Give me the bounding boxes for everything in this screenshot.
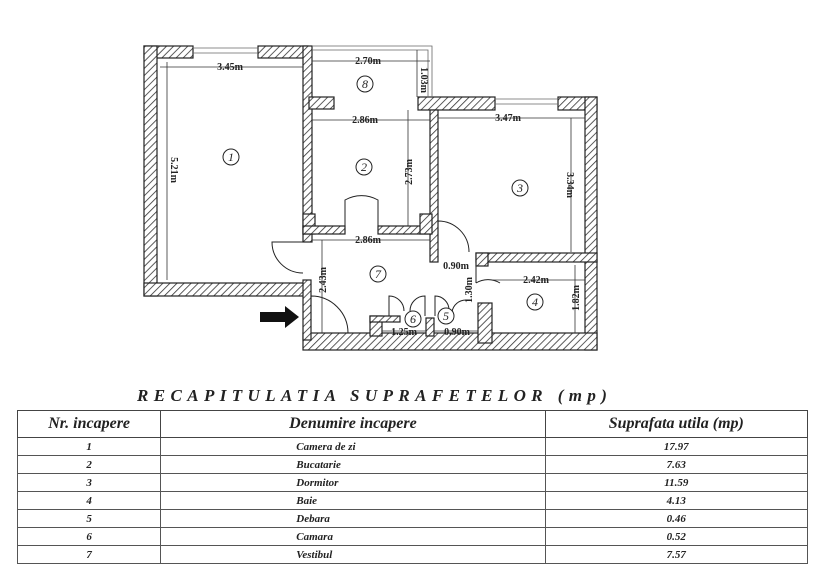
svg-text:6: 6 xyxy=(410,312,416,326)
area-cell: 17.97 xyxy=(544,437,809,456)
arrow-right-icon xyxy=(260,306,299,328)
svg-text:3.45m: 3.45m xyxy=(217,62,244,73)
room-4-label: 4 xyxy=(526,293,544,311)
header-area: Suprafata utila (mp) xyxy=(544,410,809,438)
svg-text:4: 4 xyxy=(532,295,538,309)
svg-text:3.34m: 3.34m xyxy=(564,172,575,199)
room-5-label: 5 xyxy=(437,307,455,325)
room-number-cell: 7 xyxy=(16,545,162,564)
area-cell: 0.46 xyxy=(544,509,809,528)
room-number-cell: 3 xyxy=(16,473,162,492)
room-name-cell: Debara xyxy=(160,509,546,528)
room-name-cell: Camara xyxy=(160,527,546,546)
header-room-name: Denumire incapere xyxy=(160,410,546,438)
area-cell: 7.63 xyxy=(544,455,809,474)
room-number-cell: 6 xyxy=(16,527,162,546)
svg-text:1.30m: 1.30m xyxy=(464,276,475,303)
area-cell: 0.52 xyxy=(544,527,809,546)
svg-text:5: 5 xyxy=(443,309,449,323)
room-number-cell: 5 xyxy=(16,509,162,528)
svg-text:2.86m: 2.86m xyxy=(355,235,382,246)
summary-title: RECAPITULATIA SUPRAFETELOR (mp) xyxy=(137,386,613,405)
room-name-cell: Camera de zi xyxy=(160,437,546,456)
walls xyxy=(143,45,598,351)
dimension-labels: 3.45m 5.21m 2.70m 1.03m 2.86m 2.73m 3.47… xyxy=(168,56,582,338)
room-7-label: 7 xyxy=(369,265,387,283)
room-number-cell: 2 xyxy=(16,455,162,474)
svg-text:0.90m: 0.90m xyxy=(443,261,470,272)
svg-text:3: 3 xyxy=(516,181,523,195)
room-number-cell: 1 xyxy=(16,437,162,456)
svg-text:2.70m: 2.70m xyxy=(355,56,382,67)
room-number-cell: 4 xyxy=(16,491,162,510)
svg-text:0.90m: 0.90m xyxy=(444,327,471,338)
room-1-label: 1 xyxy=(222,148,240,166)
room-name-cell: Vestibul xyxy=(160,545,546,564)
area-cell: 4.13 xyxy=(544,491,809,510)
dimension-lines xyxy=(160,50,585,333)
svg-text:1.25m: 1.25m xyxy=(391,327,418,338)
area-cell: 11.59 xyxy=(544,473,809,492)
svg-text:2.86m: 2.86m xyxy=(352,115,379,126)
room-2-label: 2 xyxy=(355,158,373,176)
room-name-cell: Baie xyxy=(160,491,546,510)
svg-text:3.47m: 3.47m xyxy=(495,113,522,124)
svg-text:1.82m: 1.82m xyxy=(571,284,582,311)
svg-text:8: 8 xyxy=(362,77,368,91)
svg-text:5.21m: 5.21m xyxy=(168,157,179,184)
room-6-label: 6 xyxy=(404,310,422,328)
svg-text:2.43m: 2.43m xyxy=(318,266,329,293)
room-3-label: 3 xyxy=(511,179,529,197)
header-room-number: Nr. incapere xyxy=(16,410,162,438)
area-summary-table: Nr. incapere Denumire incapere Suprafata… xyxy=(16,410,809,564)
area-cell: 7.57 xyxy=(544,545,809,564)
svg-text:1: 1 xyxy=(228,150,234,164)
svg-text:7: 7 xyxy=(375,267,382,281)
svg-text:2.42m: 2.42m xyxy=(523,275,550,286)
room-name-cell: Dormitor xyxy=(160,473,546,492)
svg-text:2: 2 xyxy=(361,160,367,174)
room-8-label: 8 xyxy=(356,75,374,93)
table-header-row: Nr. incapere Denumire incapere Suprafata… xyxy=(16,410,809,438)
svg-text:2.73m: 2.73m xyxy=(404,158,415,185)
floor-plan: 3.45m 5.21m 2.70m 1.03m 2.86m 2.73m 3.47… xyxy=(143,45,598,351)
room-numbers: 1 2 3 4 5 6 7 8 xyxy=(222,75,544,328)
svg-text:1.03m: 1.03m xyxy=(418,67,429,94)
windows xyxy=(193,45,558,105)
room-name-cell: Bucatarie xyxy=(160,455,546,474)
